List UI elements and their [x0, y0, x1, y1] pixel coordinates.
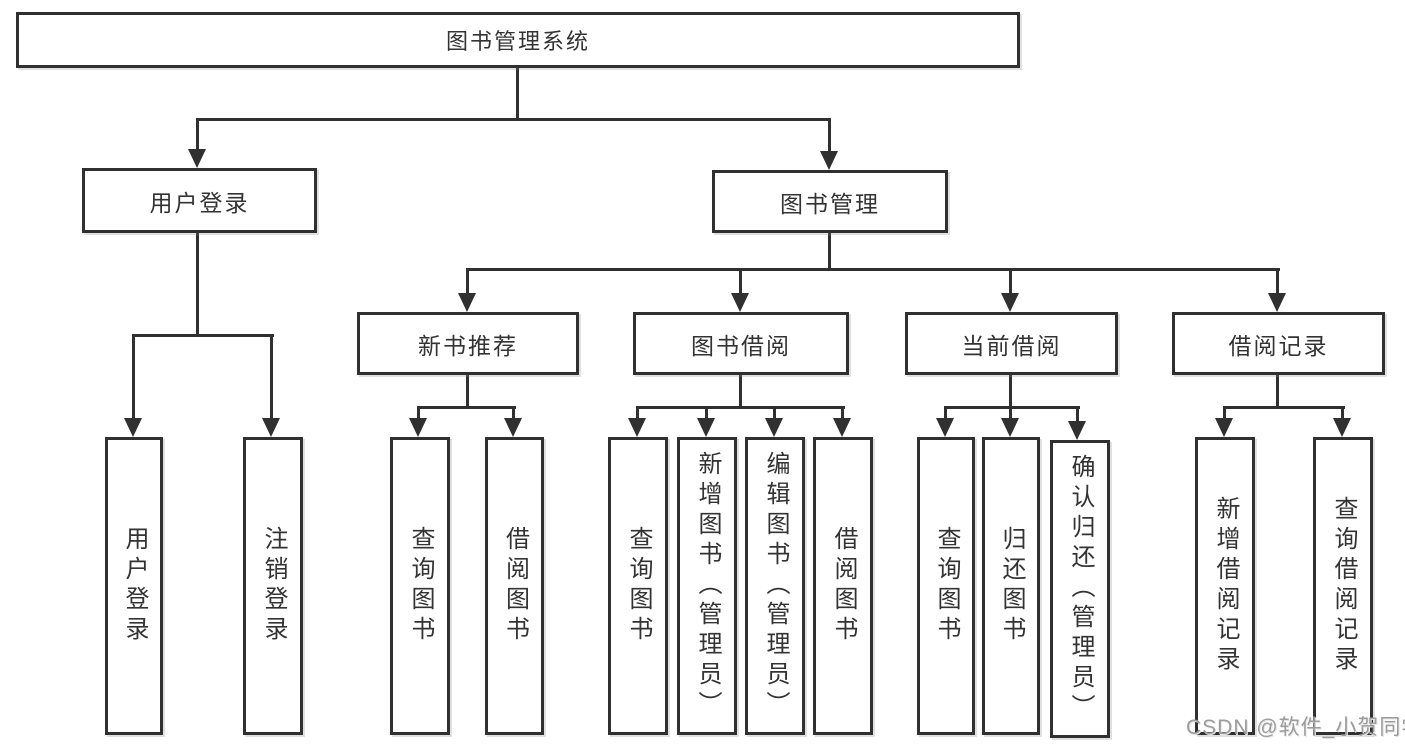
node-library-management-system: 图书管理系统 [16, 12, 1020, 68]
arrow-to-query-books-3 [936, 406, 954, 437]
node-add-borrow-record: 新增借阅记录 [1195, 437, 1255, 735]
connector-new-book-stem [466, 375, 469, 408]
arrow-to-query-books-2 [628, 406, 646, 437]
arrow-to-confirm-return-admin [1068, 406, 1086, 440]
connector-book-management-stem [828, 233, 831, 270]
arrow-to-edit-book-admin [765, 406, 783, 437]
node-return-book: 归还图书 [982, 437, 1040, 735]
connector-current-borrow-stem [1009, 375, 1012, 408]
arrow-to-return-book [1001, 406, 1019, 437]
connector-level2 [196, 118, 831, 121]
arrow-to-query-borrow-record [1333, 406, 1351, 437]
node-query-books-2: 查询图书 [608, 437, 668, 735]
arrow-to-borrow-books-2 [833, 406, 851, 437]
node-book-management: 图书管理 [712, 170, 948, 233]
connector-user-login-stem [196, 233, 199, 336]
arrow-to-add-book-admin [697, 406, 715, 437]
node-borrow-records: 借阅记录 [1172, 312, 1385, 375]
node-book-borrow: 图书借阅 [633, 312, 849, 375]
node-borrow-books-1: 借阅图书 [485, 437, 544, 735]
node-query-books-1: 查询图书 [390, 437, 450, 735]
connector-borrow-records-group [1223, 406, 1345, 409]
connector-book-borrow-group [636, 406, 845, 409]
node-confirm-return-admin: 确认归还（管理员） [1050, 440, 1110, 738]
node-logout: 注销登录 [243, 437, 303, 735]
node-borrow-books-2: 借阅图书 [813, 437, 873, 735]
arrow-to-add-borrow-record [1215, 406, 1233, 437]
arrow-to-book-borrow [731, 268, 749, 312]
node-current-borrow: 当前借阅 [905, 312, 1118, 375]
connector-level3 [466, 268, 1280, 271]
arrow-to-new-book-recommend [458, 268, 476, 312]
connector-root-stem [516, 68, 519, 120]
arrow-to-book-management [820, 118, 838, 170]
arrow-to-user-login-leaf [124, 334, 142, 437]
node-query-books-3: 查询图书 [917, 437, 975, 735]
node-user-login-leaf: 用户登录 [105, 437, 163, 735]
connector-current-borrow-group [944, 406, 1080, 409]
node-add-book-admin: 新增图书（管理员） [677, 437, 737, 735]
arrow-to-logout-leaf [262, 334, 280, 437]
connector-book-borrow-stem [739, 375, 742, 408]
node-query-borrow-record: 查询借阅记录 [1313, 437, 1373, 735]
node-edit-book-admin: 编辑图书（管理员） [745, 437, 805, 735]
arrow-to-borrow-books-1 [504, 406, 522, 437]
node-user-login: 用户登录 [82, 168, 317, 233]
arrow-to-user-login [188, 118, 206, 168]
connector-new-book-group [417, 406, 516, 409]
connector-borrow-records-stem [1276, 375, 1279, 408]
csdn-watermark: CSDN @软件_小贺同学 [1186, 716, 1405, 739]
arrow-to-query-books-1 [409, 406, 427, 437]
node-new-book-recommend: 新书推荐 [357, 312, 579, 375]
arrow-to-current-borrow [1001, 268, 1019, 312]
arrow-to-borrow-records [1268, 268, 1286, 312]
connector-user-login-group [132, 334, 274, 337]
